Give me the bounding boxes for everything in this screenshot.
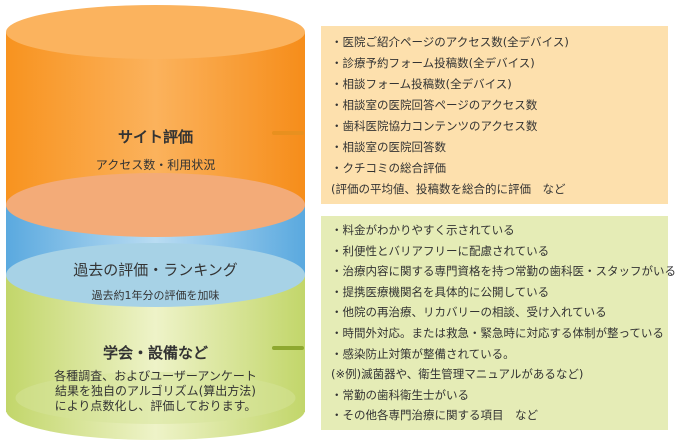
list-item: ・感染防止対策が整備されている。 <box>331 346 515 361</box>
connector-line-orange <box>272 131 304 135</box>
list-item: ・利便性とバリアフリーに配慮されている <box>331 243 550 258</box>
cylinder-top-layer <box>6 5 305 237</box>
list-item: (※例)滅菌器や、衛生管理マニュアルがあるなど) <box>331 367 584 382</box>
past-eval-title: 過去の評価・ランキング <box>73 261 238 279</box>
list-item: ・常勤の歯科衛生士がいる <box>331 387 469 402</box>
list-item: (評価の平均値、投稿数を総合的に評価 など <box>331 182 566 196</box>
site-eval-items-box: ・医院ご紹介ページのアクセス数(全デバイス) ・診療予約フォーム投稿数(全デバイ… <box>321 26 668 204</box>
list-item: ・その他各専門治療に関する項目 など <box>331 408 538 423</box>
site-eval-title: サイト評価 <box>117 128 193 146</box>
list-item: ・相談フォーム投稿数(全デバイス) <box>331 77 512 91</box>
facility-items-box: ・料金がわかりやすく示されている ・利便性とバリアフリーに配慮されている ・治療… <box>321 216 676 430</box>
list-item: ・提携医療機関名を具体的に公開している <box>331 284 550 299</box>
past-eval-subtitle: 過去約1年分の評価を加味 <box>91 289 220 302</box>
connector-line-green <box>272 346 304 350</box>
list-item: ・クチコミの総合評価 <box>331 161 446 175</box>
list-item: ・相談室の医院回答ページのアクセス数 <box>331 98 538 112</box>
list-item: ・相談室の医院回答数 <box>331 140 446 154</box>
list-item: ・医院ご紹介ページのアクセス数(全デバイス) <box>331 35 569 49</box>
list-item: ・診療予約フォーム投稿数(全デバイス) <box>331 56 535 70</box>
list-item: ・他院の再治療、リカバリーの相談、受け入れている <box>331 305 607 320</box>
list-item: ・料金がわかりやすく示されている <box>331 223 515 237</box>
list-item: ・歯科医院協力コンテンツのアクセス数 <box>331 119 538 133</box>
site-eval-subtitle: アクセス数・利用状況 <box>95 158 216 172</box>
list-item: ・治療内容に関する専門資格を持つ常勤の歯科医・スタッフがいる <box>331 264 676 279</box>
description-line: により点数化し、評価しております。 <box>54 399 257 413</box>
description-line: 結果を独自のアルゴリズム(算出方法) <box>54 384 256 398</box>
list-item: ・時間外対応。または救急・緊急時に対応する体制が整っている <box>331 325 664 340</box>
description-line: 各種調査、およびユーザーアンケート <box>54 369 257 383</box>
facility-title: 学会・設備など <box>102 344 208 362</box>
facility-description: 各種調査、およびユーザーアンケート 結果を独自のアルゴリズム(算出方法) により… <box>6 369 305 414</box>
